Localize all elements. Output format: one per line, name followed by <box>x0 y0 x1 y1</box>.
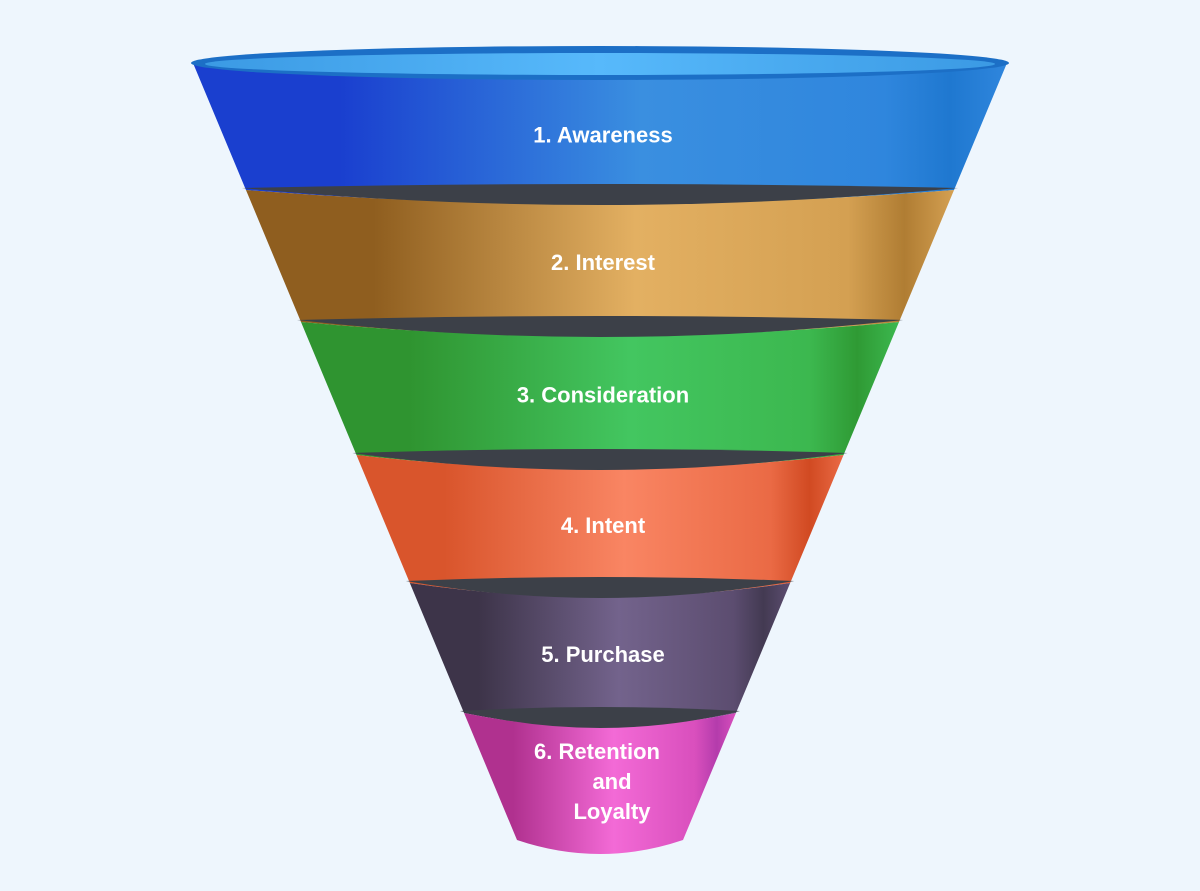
stage-label-line: Loyalty <box>573 799 651 824</box>
rim-inner <box>205 53 995 75</box>
stage-label-line: 6. Retention <box>534 739 660 764</box>
stage-label-line: 5. Purchase <box>541 642 665 667</box>
funnel-band-2 <box>245 190 955 336</box>
stage-label-4: 4. Intent <box>561 513 646 538</box>
stage-label-line: 1. Awareness <box>533 123 672 148</box>
funnel-band-4 <box>356 455 844 597</box>
funnel-top-rim <box>191 46 1009 80</box>
funnel-band-3 <box>301 322 899 469</box>
band-separator-5 <box>405 577 795 598</box>
stage-label-line: 2. Interest <box>551 250 656 275</box>
stage-label-3: 3. Consideration <box>517 383 689 408</box>
funnel-labels: 1. Awareness 2. Interest 3. Consideration 4… <box>517 123 689 825</box>
funnel-band-5 <box>409 583 791 727</box>
stage-label-line: 4. Intent <box>561 513 646 538</box>
stage-label-line: and <box>592 769 631 794</box>
band-separator-3 <box>297 316 903 337</box>
funnel-band-1 <box>193 63 1007 204</box>
stage-label-1: 1. Awareness <box>533 123 672 148</box>
stage-label-5: 5. Purchase <box>541 642 665 667</box>
band-separator-2 <box>241 184 959 205</box>
stage-label-2: 2. Interest <box>551 250 656 275</box>
funnel-band-6 <box>464 713 736 854</box>
funnel-bands <box>193 63 1007 854</box>
band-separator-6 <box>460 707 740 728</box>
stage-label-line: 3. Consideration <box>517 383 689 408</box>
band-separator-4 <box>352 449 848 470</box>
